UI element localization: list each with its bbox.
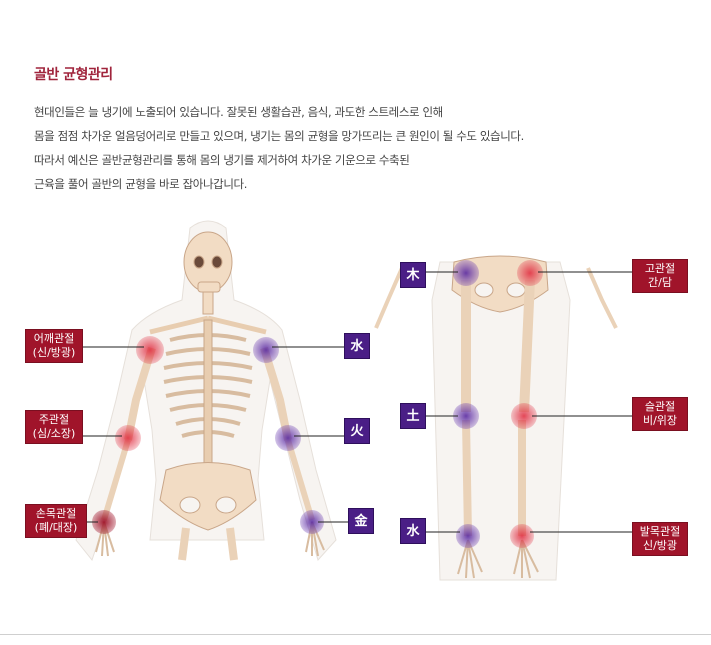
label-knee: 슬관절 비/위장: [632, 397, 688, 431]
joint-ankle-right: [510, 524, 534, 548]
joint-hip-left: [453, 260, 479, 286]
label-knee-name: 슬관절: [644, 400, 676, 413]
label-knee-organ: 비/위장: [642, 414, 678, 427]
joint-wrist-right: [300, 510, 324, 534]
element-fire-elbow: 火: [344, 418, 370, 444]
label-elbow-name: 주관절: [38, 413, 70, 426]
element-water-shoulder: 水: [344, 333, 370, 359]
description-line-4: 근육을 풀어 골반의 균형을 바로 잡아나갑니다.: [34, 177, 247, 191]
label-ankle-name: 발목관절: [639, 525, 681, 538]
lower-skeleton: [374, 255, 618, 581]
joint-knee-right: [511, 403, 537, 429]
description-line-1: 현대인들은 늘 냉기에 노출되어 있습니다. 잘못된 생활습관, 음식, 과도한…: [34, 105, 443, 119]
label-shoulder: 어깨관절 (신/방광): [25, 329, 83, 363]
full-skeleton: [75, 220, 337, 562]
label-hip-name: 고관절: [644, 262, 676, 275]
joint-shoulder-right: [253, 337, 279, 363]
label-shoulder-organ: (신/방광): [32, 346, 76, 359]
label-ankle-organ: 신/방광: [642, 539, 678, 552]
joint-elbow-left: [115, 425, 141, 451]
description-line-3: 따라서 예신은 골반균형관리를 통해 몸의 냉기를 제거하여 차가운 기운으로 …: [34, 153, 410, 167]
element-earth-knee: 土: [400, 403, 426, 429]
section-title: 골반 균형관리: [34, 67, 113, 83]
joint-elbow-right: [275, 425, 301, 451]
element-water-ankle: 水: [400, 518, 426, 544]
joint-hip-right: [517, 260, 543, 286]
joint-knee-left: [453, 403, 479, 429]
joint-shoulder-left: [136, 336, 164, 364]
label-wrist: 손목관절 (폐/대장): [25, 504, 87, 538]
label-hip: 고관절 간/담: [632, 259, 688, 293]
label-elbow: 주관절 (심/소장): [25, 410, 83, 444]
label-elbow-organ: (심/소장): [32, 427, 76, 440]
description-line-2: 몸을 점점 차가운 얼음덩어리로 만들고 있으며, 냉기는 몸의 균형을 망가뜨…: [34, 129, 524, 143]
label-ankle: 발목관절 신/방광: [632, 522, 688, 556]
label-hip-organ: 간/담: [648, 276, 672, 289]
joint-ankle-left: [456, 524, 480, 548]
element-metal-wrist: 金: [348, 508, 374, 534]
joint-wrist-left: [92, 510, 116, 534]
label-wrist-name: 손목관절: [35, 507, 77, 520]
element-wood-hip: 木: [400, 262, 426, 288]
label-shoulder-name: 어깨관절: [33, 332, 75, 345]
description: 현대인들은 늘 냉기에 노출되어 있습니다. 잘못된 생활습관, 음식, 과도한…: [34, 100, 674, 196]
bottom-divider: [0, 634, 711, 635]
label-wrist-organ: (폐/대장): [34, 521, 78, 534]
